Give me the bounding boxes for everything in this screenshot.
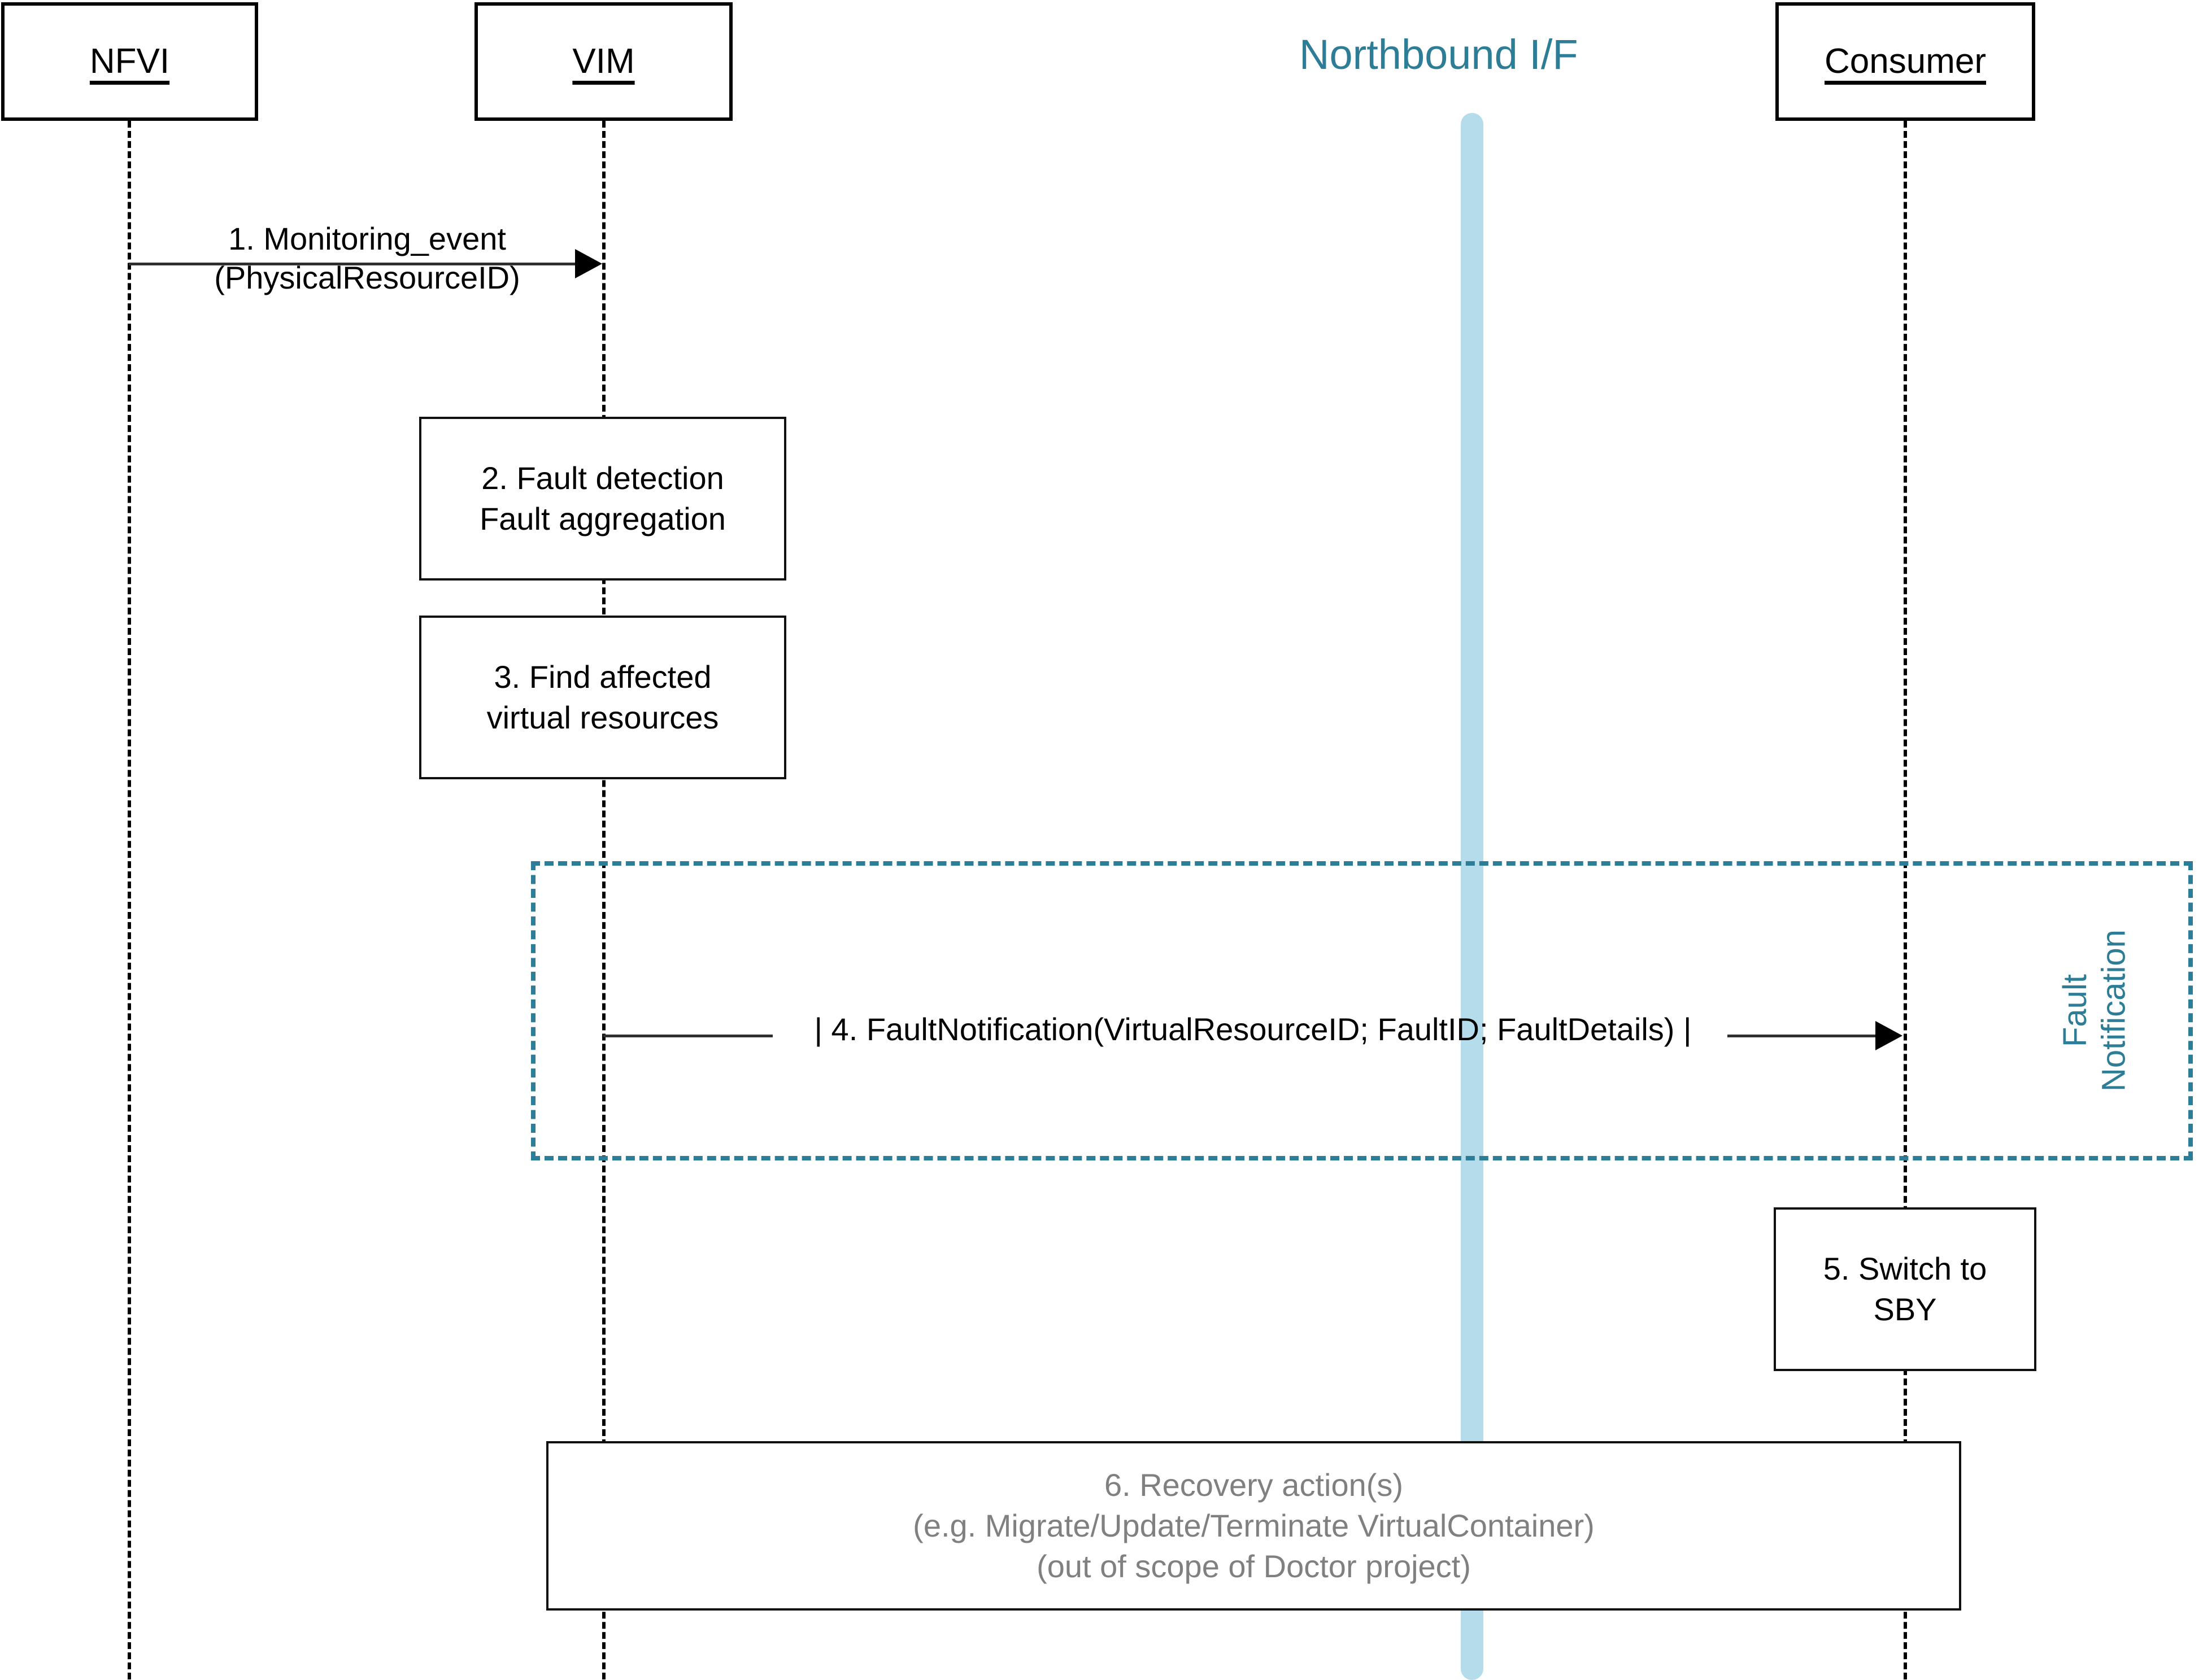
message-4-line-right — [1727, 1035, 1879, 1037]
action-box-5-line-1: 5. Switch to — [1823, 1251, 1987, 1287]
lifeline-nfvi — [128, 121, 131, 1679]
action-box-2[interactable]: 2. Fault detection Fault aggregation — [419, 417, 786, 581]
fragment-fault-notification — [531, 861, 2193, 1160]
action-box-6-line-1: 6. Recovery action(s) — [1104, 1467, 1404, 1503]
message-1-label: 1. Monitoring_event (PhysicalResourceID) — [169, 219, 565, 298]
participant-consumer-label: Consumer — [1825, 42, 1986, 81]
action-box-6[interactable]: 6. Recovery action(s) (e.g. Migrate/Upda… — [546, 1441, 1961, 1611]
participant-vim[interactable]: VIM — [474, 2, 733, 121]
fragment-fault-notification-label: Fault Notification — [2056, 898, 2134, 1124]
lifeline-consumer — [1904, 121, 1907, 1679]
action-box-5[interactable]: 5. Switch to SBY — [1774, 1207, 2036, 1371]
message-1-arrowhead — [575, 249, 602, 278]
lifeline-vim — [602, 121, 606, 1679]
participant-nfvi-label: NFVI — [89, 42, 170, 81]
action-box-6-line-3: (out of scope of Doctor project) — [1037, 1548, 1471, 1584]
action-box-3-line-1: 3. Find affected — [494, 659, 712, 695]
fragment-label-line-2: Notification — [2095, 930, 2132, 1092]
northbound-interface-bar — [1461, 113, 1483, 1680]
action-box-5-line-2: SBY — [1873, 1291, 1937, 1327]
action-box-2-line-2: Fault aggregation — [480, 501, 726, 536]
participant-consumer[interactable]: Consumer — [1775, 2, 2035, 121]
message-1-line — [129, 263, 581, 265]
message-4-label-line-1: | 4. FaultNotification(VirtualResourceID… — [814, 1011, 1692, 1047]
action-box-2-line-1: 2. Fault detection — [481, 460, 724, 496]
participant-vim-label: VIM — [572, 42, 635, 81]
action-box-3-line-2: virtual resources — [486, 700, 719, 735]
message-1-label-line-1: 1. Monitoring_event — [228, 221, 506, 256]
message-1-label-line-2: (PhysicalResourceID) — [214, 260, 520, 296]
participant-nfvi[interactable]: NFVI — [1, 2, 258, 121]
northbound-interface-title: Northbound I/F — [1299, 31, 1578, 78]
message-4-line-left — [603, 1035, 773, 1037]
message-4-label: | 4. FaultNotification(VirtualResourceID… — [773, 1010, 1733, 1049]
action-box-3[interactable]: 3. Find affected virtual resources — [419, 616, 786, 779]
message-4-arrowhead — [1875, 1021, 1902, 1050]
fragment-label-line-1: Fault — [2057, 974, 2093, 1048]
action-box-6-line-2: (e.g. Migrate/Update/Terminate VirtualCo… — [913, 1508, 1595, 1544]
